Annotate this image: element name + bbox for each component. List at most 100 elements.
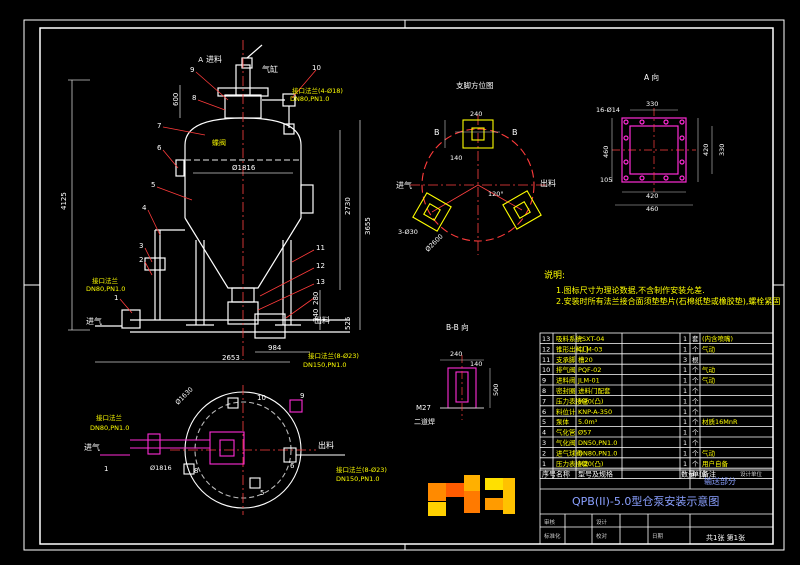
bom-header-cell: 数量 <box>681 470 695 479</box>
bom-cell: 个 <box>692 439 699 447</box>
bom-cell: 气动 <box>702 365 716 374</box>
bom-cell: 锥形出料门 <box>556 344 589 353</box>
bom-header-cell: 型号及规格 <box>578 470 613 479</box>
bom-cell: 个 <box>692 418 699 426</box>
bom-cell: 用户自备 <box>702 459 729 468</box>
support-air-in: 进气 <box>396 180 412 190</box>
bom-cell: 8 <box>542 387 546 395</box>
a-view-title: A 向 <box>644 72 659 82</box>
top-side-flange-label: 接口法兰 <box>96 413 123 422</box>
bom-header-cell: 名称 <box>556 470 570 479</box>
title-cell-3: 校对 <box>596 532 608 540</box>
top-item-8: 8 <box>194 467 198 475</box>
a-view-w330: 330 <box>646 100 658 108</box>
b-view-d240: 240 <box>450 350 462 358</box>
a-view-h105: 105 <box>600 176 612 184</box>
valve-label: 蝶阀 <box>212 138 226 147</box>
bom-cell: 材质16MnR <box>702 417 738 426</box>
bom-cell: 1 <box>683 366 687 374</box>
bom-cell: 2 <box>542 449 546 457</box>
bom-cell: 个 <box>692 377 699 385</box>
notes-heading: 说明: <box>544 269 565 281</box>
bom-cell: 1 <box>683 408 687 416</box>
top-item-1: 1 <box>104 465 108 473</box>
bom-cell: 1 <box>683 449 687 457</box>
support-angle: 120° <box>488 190 504 198</box>
bom-cell: 1 <box>683 418 687 426</box>
bom-cell: 1 <box>683 439 687 447</box>
top-item-5: 5 <box>260 489 264 497</box>
bom-cell: DN50,PN1.0 <box>578 439 617 447</box>
item-2: 2 <box>139 256 143 264</box>
top-air-in: 进气 <box>84 442 100 452</box>
bom-cell: DN80,PN1.0 <box>578 449 617 457</box>
item-9: 9 <box>190 66 194 74</box>
title-cell-4: 日期 <box>652 533 664 540</box>
top-bottom-flange-spec: DN150,PN1.0 <box>336 475 379 483</box>
dim-2730: 2730 <box>344 197 352 215</box>
bom-cell: 3 <box>683 356 687 364</box>
bom-cell: 10 <box>542 366 550 374</box>
bom-cell: 7 <box>542 397 546 405</box>
support-b1: B <box>434 128 440 137</box>
bom-cell: 9 <box>542 377 546 385</box>
title-sheet: 共1张 第1张 <box>706 533 745 542</box>
top-flange-spec: DN80,PN1.0 <box>290 95 329 103</box>
bom-cell: 个 <box>692 449 699 457</box>
bom-cell: 1 <box>683 460 687 468</box>
b-view-d140: 140 <box>470 360 482 368</box>
bom-cell: 气化管 <box>556 428 576 437</box>
bom-cell: 个 <box>692 345 699 353</box>
item-13: 13 <box>316 278 325 286</box>
bom-cell: 进气球阀 <box>556 448 582 457</box>
bom-cell: 套 <box>692 334 699 343</box>
bom-cell: 1 <box>683 387 687 395</box>
support-d140: 140 <box>450 154 462 162</box>
bom-cell: KNP-A-350 <box>578 408 612 416</box>
bom-cell: 泵体 <box>556 417 570 426</box>
a-view-h420: 420 <box>702 144 710 156</box>
dim-340: 340 <box>312 309 320 322</box>
bom-cell: 进料阀 <box>556 376 576 385</box>
title-block <box>539 469 774 545</box>
top-item-10: 10 <box>257 394 266 402</box>
support-d3120: 3-Ø30 <box>398 228 418 236</box>
a-view-w420: 420 <box>646 192 658 200</box>
b-view-weld: 二道焊 <box>414 417 435 426</box>
item-1: 1 <box>114 294 118 302</box>
support-view <box>410 115 548 255</box>
a-view-h460: 460 <box>602 146 610 158</box>
notes-line-1: 1.图标尺寸为理论数据,不含制作安装允差. <box>556 285 705 295</box>
title-design-unit: 设计单位 <box>740 470 763 478</box>
cylinder-label: 气缸 <box>262 64 278 74</box>
item-6: 6 <box>157 144 162 152</box>
side-flange-spec: DN80,PN1.0 <box>86 285 125 293</box>
item-10: 10 <box>312 64 321 72</box>
bom-cell: 气动 <box>702 344 716 353</box>
support-title: 支脚方位图 <box>456 80 494 90</box>
bom-cell: 压力表接管 <box>556 459 589 468</box>
bom-header-cell: 备注 <box>702 470 716 479</box>
bom-cell: 个 <box>692 460 699 468</box>
watermark-logo <box>428 475 515 516</box>
dim-3655: 3655 <box>364 217 372 235</box>
inner-frame <box>39 27 774 545</box>
bom-cell: 1 <box>683 377 687 385</box>
top-item-6: 6 <box>290 462 295 470</box>
item-3: 3 <box>139 242 143 250</box>
title-dept: 输送部分 <box>704 476 736 486</box>
a-view-holes: 16-Ø14 <box>596 106 620 114</box>
item-7: 7 <box>157 122 161 130</box>
top-side-flange-spec: DN80,PN1.0 <box>90 424 129 432</box>
bom-cell: 排气阀 <box>556 365 576 374</box>
b-view-h500: 500 <box>492 384 500 396</box>
bom-cell: 1 <box>683 345 687 353</box>
dim-diameter: Ø1816 <box>232 164 256 172</box>
bom-cell: 气动 <box>702 448 716 457</box>
bom-cell: 密封圈 <box>556 386 576 395</box>
dim-4125: 4125 <box>60 192 68 210</box>
bom-cell: (内含喷嘴) <box>702 334 733 343</box>
item-5: 5 <box>151 181 155 189</box>
bom-cell: 1 <box>683 397 687 405</box>
